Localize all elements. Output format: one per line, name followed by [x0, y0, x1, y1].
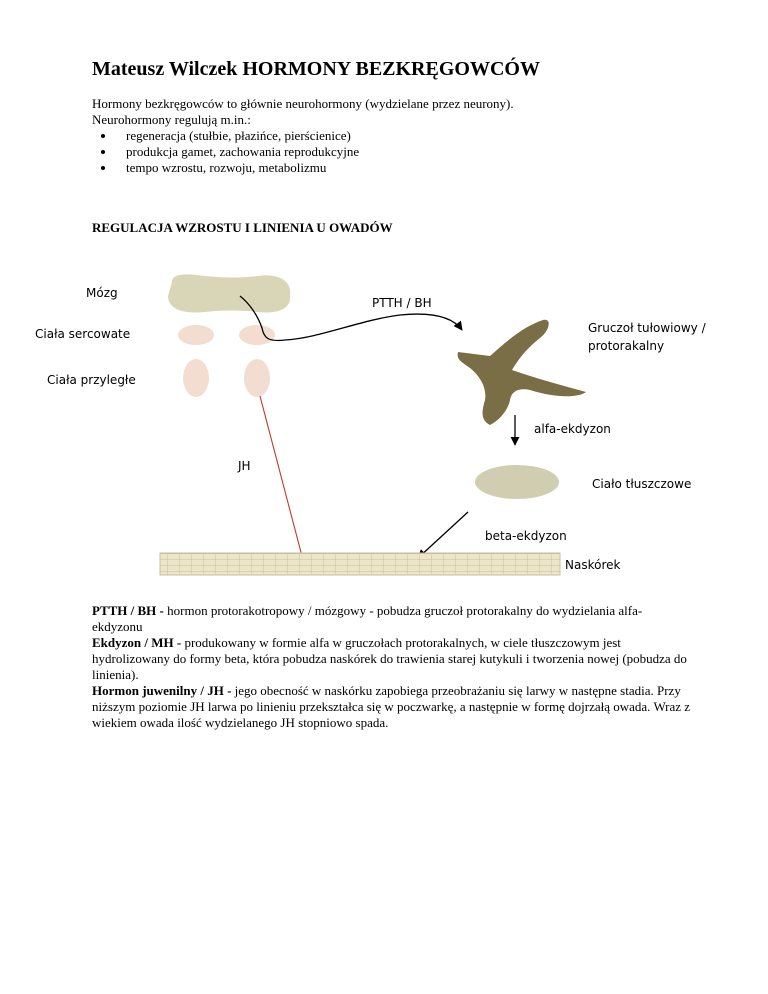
definition-term: PTTH / BH - [92, 603, 168, 618]
ptth-arrow [239, 295, 463, 342]
label-alpha-ecdysone: alfa-ekdyzon [534, 422, 611, 436]
label-jh: JH [237, 459, 251, 473]
label-brain: Mózg [86, 286, 118, 300]
definition-jh: Hormon juwenilny / JH - jego obecność w … [92, 683, 692, 731]
definition-ecdysone: Ekdyzon / MH - produkowany w formie alfa… [92, 635, 692, 683]
document-title: Mateusz Wilczek HORMONY BEZKRĘGOWCÓW [92, 58, 540, 80]
label-gland-line1: Gruczoł tułowiowy / [588, 321, 707, 335]
diagram-svg: Mózg Ciała sercowate Ciała przyległe PTT… [35, 274, 707, 576]
label-fat-body: Ciało tłuszczowe [592, 477, 691, 491]
corpora-allata-left [183, 359, 209, 397]
corpora-allata-right [244, 359, 270, 397]
definition-text: produkowany w formie alfa w gruczołach p… [92, 635, 687, 682]
definition-text: jego obecność w naskórku zapobiega przeo… [92, 683, 691, 730]
definitions-section: PTTH / BH - hormon protorakotropowy / mó… [92, 603, 692, 731]
definition-ptth: PTTH / BH - hormon protorakotropowy / mó… [92, 603, 692, 635]
definition-term: Hormon juwenilny / JH - [92, 683, 235, 698]
intro-section: Hormony bezkręgowców to głównie neurohor… [92, 96, 692, 176]
list-item: regeneracja (stułbie, płazińce, pierście… [116, 128, 692, 144]
list-item: tempo wzrostu, rozwoju, metabolizmu [116, 160, 692, 176]
label-beta-ecdysone: beta-ekdyzon [485, 529, 567, 543]
epidermis-strip [159, 552, 561, 576]
brain-shape [168, 274, 291, 313]
label-ptth: PTTH / BH [372, 296, 432, 310]
prothoracic-gland-shape [457, 319, 586, 425]
intro-line: Neurohormony regulują m.in.: [92, 112, 251, 127]
label-corpora-allata: Ciała przyległe [47, 373, 136, 387]
corpora-cardiaca-left [178, 325, 214, 345]
label-corpora-cardiaca: Ciała sercowate [35, 327, 130, 341]
label-gland-line2: protorakalny [588, 339, 664, 353]
regulation-list: regeneracja (stułbie, płazińce, pierście… [92, 128, 692, 176]
list-item: produkcja gamet, zachowania reprodukcyjn… [116, 144, 692, 160]
label-epidermis: Naskórek [565, 558, 620, 572]
hormone-diagram: Mózg Ciała sercowate Ciała przyległe PTT… [0, 260, 768, 600]
section-title: REGULACJA WZROSTU I LINIENIA U OWADÓW [92, 220, 393, 235]
definition-term: Ekdyzon / MH - [92, 635, 185, 650]
jh-arrow [259, 395, 305, 561]
intro-line: Hormony bezkręgowców to głównie neurohor… [92, 96, 514, 111]
definition-text: hormon protorakotropowy / mózgowy - pobu… [92, 603, 643, 634]
fat-body-shape [475, 465, 559, 499]
corpora-cardiaca-right [239, 325, 275, 345]
beta-ecdysone-arrow [417, 511, 469, 559]
